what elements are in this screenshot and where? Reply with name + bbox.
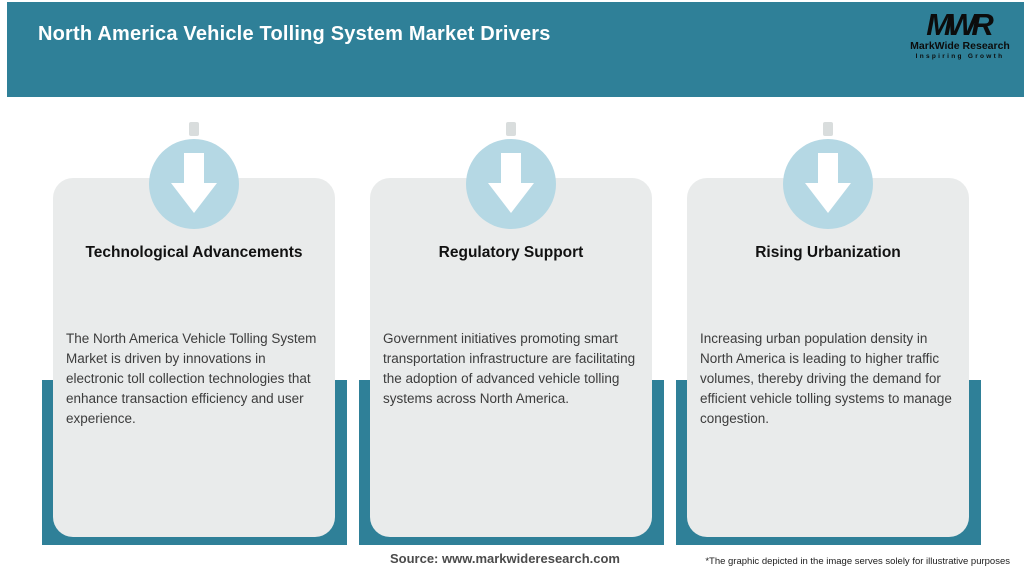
- card-title: Rising Urbanization: [755, 244, 901, 261]
- card-notch: [506, 122, 516, 136]
- page-title: North America Vehicle Tolling System Mar…: [38, 23, 551, 45]
- disclaimer-text: *The graphic depicted in the image serve…: [705, 556, 1010, 567]
- down-arrow-icon: [488, 152, 534, 213]
- down-arrow-badge: [466, 139, 556, 229]
- card-notch: [823, 122, 833, 136]
- header-band: North America Vehicle Tolling System Mar…: [7, 2, 1024, 97]
- card-notch: [189, 122, 199, 136]
- card-body-text: Government initiatives promoting smart t…: [383, 331, 636, 406]
- card-title: Technological Advancements: [85, 244, 303, 261]
- down-arrow-icon: [805, 152, 851, 213]
- card-title: Regulatory Support: [438, 244, 584, 261]
- source-text: Source: www.markwideresearch.com: [389, 551, 620, 566]
- down-arrow-badge: [149, 139, 239, 229]
- logo-monogram: MWR: [926, 7, 993, 42]
- down-arrow-icon: [171, 152, 217, 213]
- card-body-text: The North America Vehicle Tolling System…: [66, 331, 317, 426]
- driver-card-rising-urbanization: Rising Urbanization Increasing urban pop…: [687, 122, 969, 537]
- down-arrow-badge: [783, 139, 873, 229]
- driver-card-regulatory-support: Regulatory Support Government initiative…: [370, 122, 652, 537]
- card-body-text: Increasing urban population density in N…: [700, 331, 952, 426]
- logo-tagline: Inspiring Growth: [915, 53, 1005, 60]
- logo-name: MarkWide Research: [910, 40, 1010, 52]
- driver-card-technological-advancements: Technological Advancements The North Ame…: [53, 122, 335, 537]
- markwide-research-logo: MWR MarkWide Research Inspiring Growth: [908, 7, 1012, 60]
